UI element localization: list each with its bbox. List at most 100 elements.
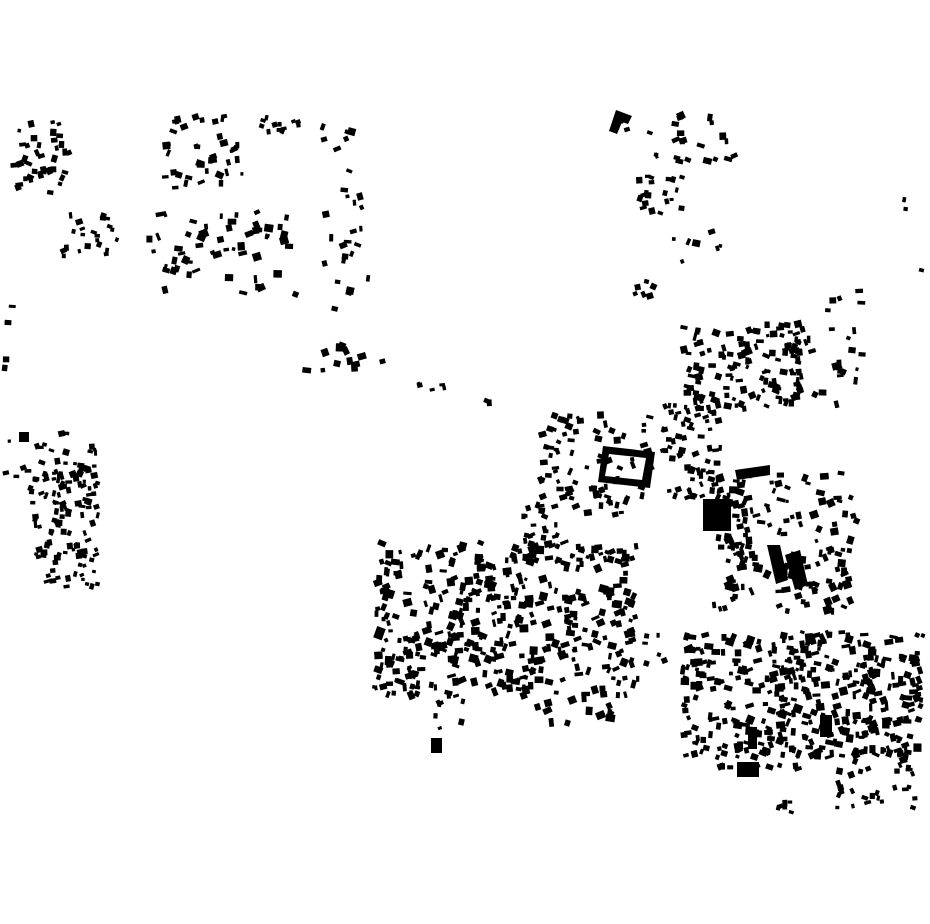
building [38,459,46,466]
building [40,549,48,556]
building [874,654,879,663]
building [30,500,36,505]
building [719,763,726,770]
building [541,525,548,532]
building [738,553,745,561]
building [296,122,301,128]
building [223,247,230,252]
building [732,479,740,483]
building [464,576,474,586]
building [438,594,444,603]
building [596,458,602,464]
building [890,671,895,680]
building [479,554,484,558]
building [760,388,766,394]
building [817,497,827,506]
building [792,703,804,715]
building [796,348,803,356]
building [53,508,60,515]
building [320,347,330,358]
building [772,659,777,664]
building [828,327,835,332]
building [602,635,608,641]
building [476,563,486,572]
building [756,519,766,525]
building [743,532,748,538]
building [804,564,812,570]
building [792,330,801,337]
building [611,600,621,609]
building [623,126,631,133]
building [374,651,383,660]
building [704,418,710,424]
building [266,128,271,135]
building [695,734,700,741]
building [842,672,849,681]
building [653,152,659,159]
building [715,722,722,730]
building [550,503,559,510]
building [550,638,561,649]
building [346,127,357,137]
building [522,537,528,544]
building [708,363,716,368]
building [373,685,378,691]
building [676,130,685,137]
building [59,505,64,513]
building [161,285,169,295]
building [445,637,455,647]
building [876,795,881,801]
building [836,582,844,591]
building [64,574,72,583]
large-building [737,762,759,777]
building [853,747,859,754]
building [446,621,456,632]
building [916,666,924,675]
building [68,212,73,219]
building [56,551,62,557]
building [685,237,692,246]
building [603,483,608,490]
building [79,226,86,232]
building [802,734,809,742]
building [483,654,494,665]
building [662,189,668,197]
building [841,643,851,649]
building [729,502,737,508]
building [86,498,93,506]
building [763,377,769,385]
building [674,433,683,440]
building [38,445,44,450]
building [778,694,786,703]
building [459,622,464,629]
building [845,708,851,717]
building [795,368,802,374]
building [692,492,698,498]
building [598,486,606,494]
building [745,357,753,365]
building [221,113,228,119]
building [861,673,870,681]
building [807,750,818,760]
building [151,249,156,254]
building [899,653,908,663]
building [61,253,66,259]
building [639,491,645,500]
building [790,697,798,702]
building [572,428,580,435]
building [59,514,65,520]
building [723,535,734,545]
building [341,253,349,260]
building [837,368,844,374]
building [717,678,725,686]
building [824,663,834,673]
building [66,542,74,550]
building [814,560,821,568]
building [841,716,850,725]
building [896,749,905,758]
building [787,800,793,804]
building [862,730,868,739]
building [544,678,554,686]
building [434,630,444,636]
building [204,168,209,175]
